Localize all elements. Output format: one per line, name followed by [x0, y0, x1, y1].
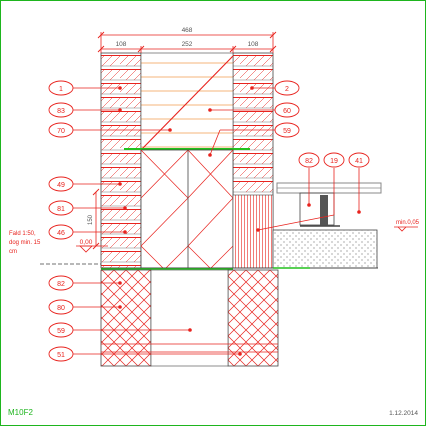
note-right: min.0,05 — [396, 220, 420, 226]
note-left-line-2: dog min. 15 — [9, 240, 41, 246]
callout-label: 2 — [285, 86, 289, 93]
dim-left-text: 108 — [116, 41, 127, 48]
callout-label: 82 — [305, 158, 313, 165]
callout-70[interactable]: 70 — [48, 122, 74, 138]
callout-label: 59 — [283, 128, 291, 135]
callout-1[interactable]: 1 — [48, 80, 74, 96]
callout-60[interactable]: 60 — [274, 102, 300, 118]
callout-label: 49 — [57, 182, 65, 189]
callout-label: 81 — [57, 206, 65, 213]
callout-label: 46 — [57, 230, 65, 237]
vertical-strip — [232, 194, 274, 269]
callout-label: 70 — [57, 128, 65, 135]
callout-2[interactable]: 2 — [274, 80, 300, 96]
foundation-core — [150, 269, 229, 367]
callout-label: 82 — [57, 281, 65, 288]
callout-46[interactable]: 46 — [48, 224, 74, 240]
callout-label: 59 — [57, 328, 65, 335]
callout-label: 80 — [57, 305, 65, 312]
drawing-code: M10F2 — [8, 408, 33, 417]
lower-cavity — [140, 149, 234, 269]
callout-41[interactable]: 41 — [348, 152, 370, 168]
support-plate — [320, 195, 328, 225]
callout-label: 83 — [57, 108, 65, 115]
callout-label: 51 — [57, 352, 65, 359]
dim-ticks — [97, 31, 277, 53]
dim-middle-text: 252 — [182, 41, 193, 48]
min-marker — [397, 226, 407, 232]
foundation-left — [100, 269, 152, 367]
note-left-line-1: Fald 1:50, — [9, 231, 36, 237]
callout-label: 19 — [330, 158, 338, 165]
leader-lines — [73, 86, 361, 356]
foundation-right — [227, 269, 279, 367]
floor-slab — [272, 229, 378, 269]
support-bracket — [299, 192, 335, 226]
callout-82-upper[interactable]: 82 — [298, 152, 320, 168]
level-text: 0,00 — [80, 239, 93, 246]
dim-right-text: 108 — [248, 41, 259, 48]
note-left-line-3: cm — [9, 249, 17, 255]
cavity-diagonal — [140, 55, 234, 151]
callout-59-upper[interactable]: 59 — [274, 122, 300, 138]
level-marker — [79, 245, 93, 253]
callout-label: 41 — [355, 158, 363, 165]
callout-82-lower[interactable]: 82 — [48, 275, 74, 291]
callout-80[interactable]: 80 — [48, 299, 74, 315]
callout-51[interactable]: 51 — [48, 346, 74, 362]
drawing-date: 1.12.2014 — [389, 410, 418, 417]
callout-83[interactable]: 83 — [48, 102, 74, 118]
dim-overall-text: 468 — [182, 27, 193, 34]
callout-label: 60 — [283, 108, 291, 115]
left-brick-leaf — [100, 52, 142, 269]
callout-49[interactable]: 49 — [48, 176, 74, 192]
callout-59-lower[interactable]: 59 — [48, 322, 74, 338]
dim-vertical-text: 150 — [88, 214, 94, 225]
callout-19[interactable]: 19 — [323, 152, 345, 168]
callout-81[interactable]: 81 — [48, 200, 74, 216]
callout-label: 1 — [59, 86, 63, 93]
